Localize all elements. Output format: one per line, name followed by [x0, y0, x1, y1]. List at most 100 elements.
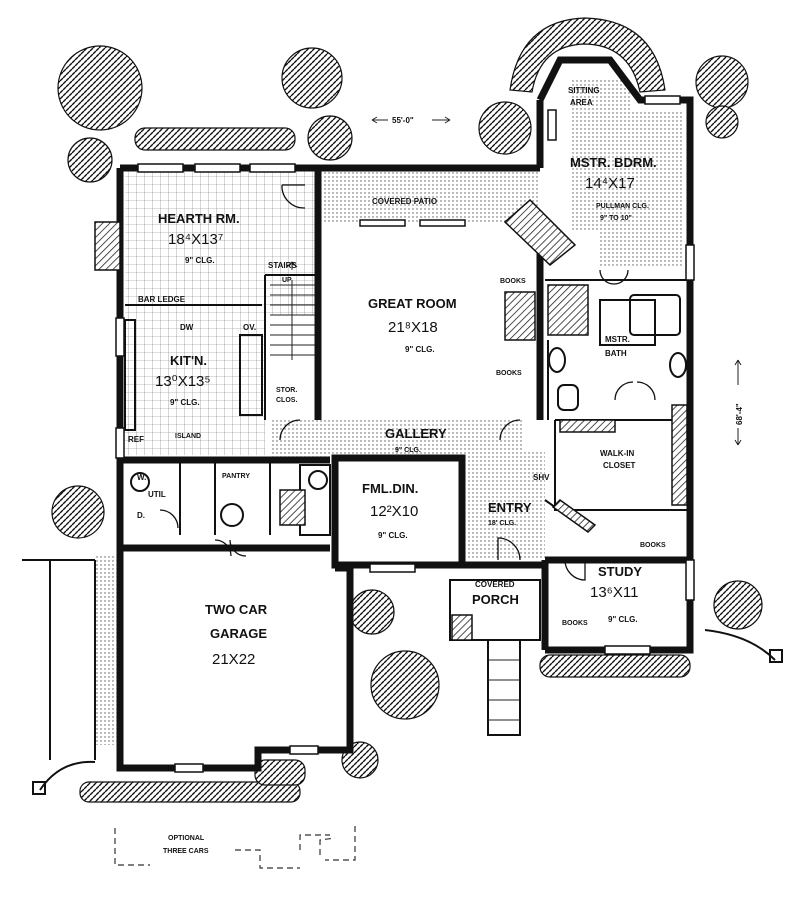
overall-depth-dim: 68'-4": [735, 403, 744, 425]
sitting-area-floor: [570, 80, 684, 268]
front-walk: [487, 640, 521, 736]
driveway-edge: [22, 559, 96, 760]
family-dining-size: 12²X10: [370, 503, 418, 520]
master-bath-label-2: BATH: [605, 349, 627, 358]
shv-label: SHV: [533, 473, 550, 482]
porch-planter: [451, 614, 473, 641]
tree-icon: [478, 101, 532, 155]
fireplace-icon: [504, 291, 536, 341]
porch-label-2: PORCH: [472, 592, 519, 607]
master-bedroom-size: 14⁴X17: [585, 175, 635, 192]
dimension-lines: 55'-0" 68'-4": [371, 116, 744, 446]
walkin-label-1: WALK-IN: [600, 449, 634, 458]
kitchen-name: KIT'N.: [170, 353, 207, 368]
kitchen-size: 13⁰X13⁵: [155, 373, 211, 390]
garage-size: 21X22: [212, 651, 255, 668]
toilet-icon: [557, 384, 579, 411]
sink-icon: [220, 503, 244, 527]
hearth-room-size: 18⁴X13⁷: [168, 231, 223, 248]
toilet-icon: [308, 470, 328, 490]
hearth-room-name: HEARTH RM.: [158, 211, 240, 226]
dryer-label: D.: [137, 511, 145, 520]
hedge-icon: [254, 759, 306, 786]
walkin-shelf: [671, 404, 688, 506]
kitchen-floor: [125, 315, 265, 455]
hearth-room-ceiling: 9" CLG.: [185, 256, 215, 265]
powder-floor: [279, 489, 306, 526]
washer-icon: [130, 472, 150, 492]
master-bath-label-1: MSTR.: [605, 335, 630, 344]
ref-label: REF: [128, 435, 144, 444]
closet-shelving: [547, 284, 589, 336]
hedge-icon: [134, 127, 296, 151]
patio-floor: [318, 172, 540, 224]
walkin-label-2: CLOSET: [603, 461, 636, 470]
stor-label: STOR.: [276, 387, 297, 394]
tree-icon: [67, 137, 113, 183]
master-bedroom-name: MSTR. BDRM.: [570, 155, 657, 170]
entry-ceiling: 18' CLG.: [488, 520, 516, 527]
great-room-size: 21⁸X18: [388, 319, 438, 336]
hedge-icon: [539, 654, 691, 678]
family-dining-ceiling: 9" CLG.: [378, 531, 408, 540]
gallery-name: GALLERY: [385, 426, 447, 441]
garden-walk: [704, 629, 776, 661]
overall-width-dim: 55'-0": [392, 116, 414, 125]
master-pullman-label: PULLMAN CLG.: [596, 203, 649, 210]
sitting-label-1: SITTING: [568, 86, 600, 95]
study-shelf: [551, 499, 597, 533]
optional-garage-outline: [114, 826, 356, 869]
landscaping: [51, 17, 763, 803]
windows: [115, 95, 695, 773]
tree-icon: [705, 105, 739, 139]
kitchen-ceiling: 9" CLG.: [170, 398, 200, 407]
tree-icon: [57, 45, 143, 131]
sink-icon: [669, 352, 687, 378]
study-size: 13⁶X11: [590, 584, 638, 601]
util-label: UTIL: [148, 490, 166, 499]
walkin-shelf: [559, 419, 616, 433]
porch-label-1: COVERED: [475, 580, 515, 589]
washer-label: W.: [137, 473, 146, 482]
garage-label-2: GARAGE: [210, 626, 267, 641]
bar-ledge-label: BAR LEDGE: [138, 295, 186, 304]
books-label-patio: BOOKS: [500, 278, 526, 285]
dw-label: DW: [180, 323, 194, 332]
garage-label-1: TWO CAR: [205, 602, 268, 617]
books-label-great: BOOKS: [496, 370, 522, 377]
garden-walk: [39, 760, 96, 791]
tree-icon: [713, 580, 763, 630]
tree-icon: [51, 485, 105, 539]
covered-patio-label: COVERED PATIO: [372, 197, 437, 206]
hedge-icon: [509, 17, 666, 93]
tub-icon: [629, 294, 681, 336]
study-name: STUDY: [598, 564, 642, 579]
hearth-fireplace-icon: [94, 221, 121, 271]
tree-icon: [349, 589, 395, 635]
tree-icon: [695, 55, 749, 109]
room-labels: HEARTH RM. 18⁴X13⁷ 9" CLG. BAR LEDGE STA…: [128, 86, 666, 855]
tree-icon: [281, 47, 343, 109]
sitting-label-2: AREA: [570, 98, 593, 107]
gallery-ceiling: 9" CLG.: [395, 447, 421, 454]
entry-name: ENTRY: [488, 500, 532, 515]
island-label: ISLAND: [175, 433, 201, 440]
optional-label-2: THREE CARS: [163, 848, 209, 855]
books-label-study-1: BOOKS: [640, 542, 666, 549]
partitions: [94, 198, 690, 641]
hedge-icon: [79, 781, 301, 803]
great-room-name: GREAT ROOM: [368, 296, 457, 311]
entry-stair-landing: [503, 198, 577, 266]
doors: [159, 184, 656, 581]
master-pullman-range: 9" TO 10": [600, 215, 632, 222]
tree-icon: [307, 115, 353, 161]
clos-label: CLOS.: [276, 397, 297, 404]
great-room-ceiling: 9" CLG.: [405, 345, 435, 354]
pantry-label: PANTRY: [222, 473, 250, 480]
books-label-study-2: BOOKS: [562, 620, 588, 627]
tree-icon: [370, 650, 440, 720]
study-ceiling: 9" CLG.: [608, 615, 638, 624]
ov-label: OV.: [243, 323, 256, 332]
sink-icon: [548, 347, 566, 373]
stairs-label: STAIRS: [268, 261, 297, 270]
